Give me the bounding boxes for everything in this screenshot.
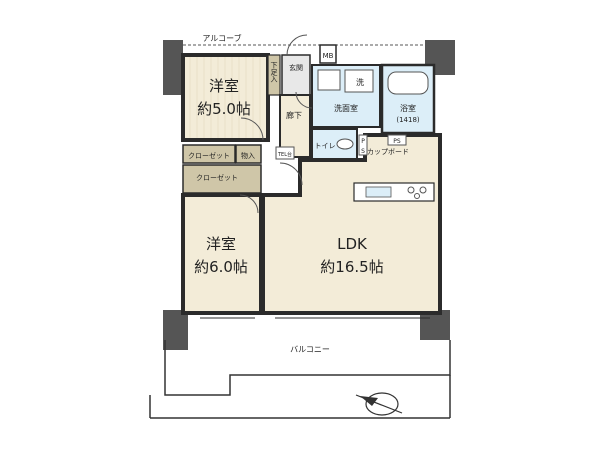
compass-icon (355, 392, 403, 416)
label-ps: PS (393, 138, 401, 145)
label-closet2: クローゼット (196, 173, 238, 182)
label-yoku: 浴室 (400, 103, 416, 113)
label-genkan: 玄関 (289, 63, 303, 72)
label-rouka: 廊下 (286, 110, 302, 120)
room1-name: 洋室 (209, 77, 239, 95)
room1-floor (181, 53, 270, 142)
label-alcove: アルコーブ (202, 33, 241, 43)
ps-box-right (387, 134, 407, 146)
door-room2 (239, 194, 259, 214)
label-cupboard: カップボード (367, 148, 409, 156)
room2-name: 洋室 (206, 235, 236, 253)
door-room1 (240, 117, 264, 141)
room2-size: 約6.0帖 (194, 258, 248, 276)
stove-icon (407, 186, 415, 194)
label-yoku-size: (1418) (396, 116, 420, 124)
shoe-cabinet (267, 54, 281, 96)
ps-box-left (358, 134, 368, 156)
balcony-outline (164, 340, 451, 396)
label-toilet: トイレ (315, 142, 336, 150)
label-p: P (361, 138, 365, 145)
entrance (281, 54, 311, 96)
label-geta: 下足入 (270, 62, 278, 83)
vanity (317, 69, 341, 91)
ldk-size: 約16.5帖 (320, 258, 383, 276)
closet2 (182, 164, 262, 194)
label-balcony: バルコニー (290, 345, 330, 354)
door-washroom (295, 91, 313, 109)
ldk-name: LDK (337, 235, 368, 253)
label-closet1: クローゼット (188, 151, 230, 160)
pillar-bottom-left (163, 310, 188, 350)
room2-floor (181, 193, 263, 315)
tel-stand (275, 146, 295, 160)
bathtub (387, 71, 429, 95)
toilet-icon (336, 138, 354, 150)
label-mb: MB (323, 52, 334, 60)
label-tel: TEL台 (277, 151, 292, 158)
label-senmen: 洗面室 (334, 103, 358, 113)
closet1 (182, 144, 236, 164)
label-sen: 洗 (356, 77, 364, 87)
storage (235, 144, 262, 164)
room1-size: 約5.0帖 (197, 100, 251, 118)
label-storage: 物入 (241, 151, 255, 160)
label-s: S (361, 148, 365, 155)
door-ldk (279, 162, 303, 186)
mb-box (319, 44, 337, 64)
pillar-top-left (163, 40, 183, 95)
sink-icon (365, 186, 392, 198)
washing-machine-area (344, 69, 374, 93)
door-entrance (286, 34, 308, 56)
ldk-floor (261, 133, 442, 315)
